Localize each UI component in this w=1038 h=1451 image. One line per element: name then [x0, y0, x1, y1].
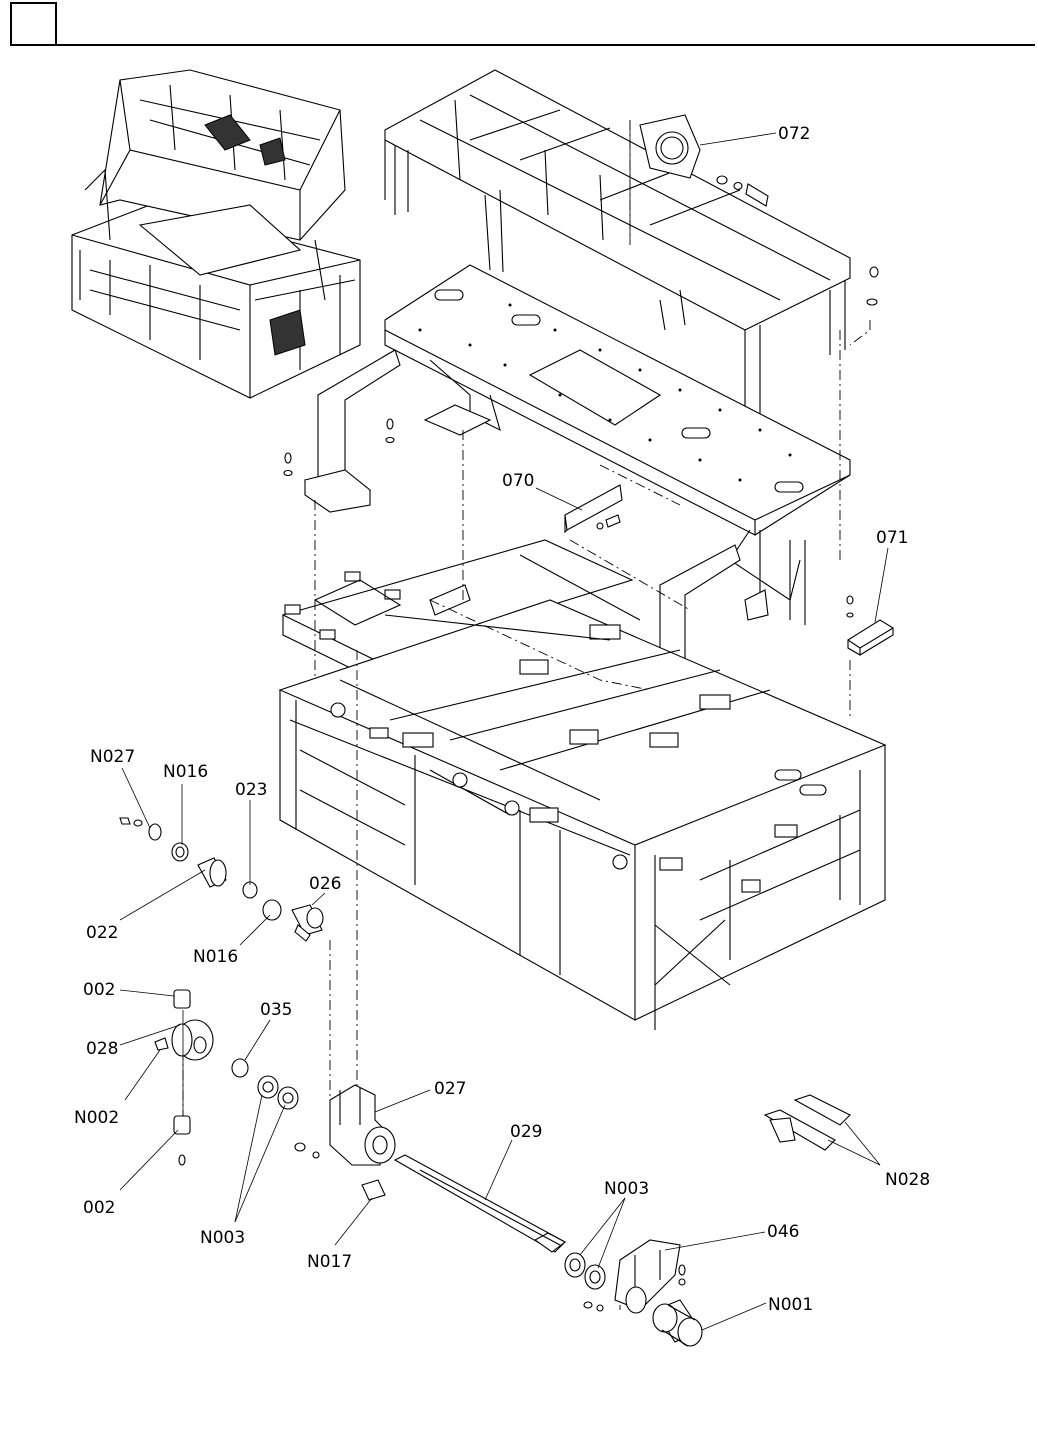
bearings-N003-right — [565, 1253, 605, 1289]
label-N027: N027 — [90, 747, 135, 767]
label-071: 071 — [876, 528, 908, 548]
bracket-071 — [847, 596, 893, 655]
label-070: 070 — [502, 471, 534, 491]
label-N001: N001 — [768, 1295, 813, 1315]
label-072: 072 — [778, 124, 810, 144]
label-028: 028 — [86, 1039, 118, 1059]
label-N028: N028 — [885, 1170, 930, 1190]
pulley-assembly-upper — [120, 818, 323, 941]
label-002-upper: 002 — [83, 980, 115, 1000]
label-002-lower: 002 — [83, 1198, 115, 1218]
bearing-block-027 — [295, 1085, 395, 1165]
label-022: 022 — [86, 923, 118, 943]
label-N017: N017 — [307, 1252, 352, 1272]
coupling-N001 — [653, 1300, 702, 1346]
label-N003-right: N003 — [604, 1179, 649, 1199]
label-035: 035 — [260, 1000, 292, 1020]
assembled-machine-inset — [72, 70, 360, 398]
label-N016-upper: N016 — [163, 762, 208, 782]
shaft-029 — [362, 1155, 565, 1252]
label-029: 029 — [510, 1122, 542, 1142]
wrenches-N028 — [765, 1095, 850, 1150]
lower-base-frame — [280, 540, 885, 1030]
label-N016-lower: N016 — [193, 947, 238, 967]
label-N003-left: N003 — [200, 1228, 245, 1248]
label-N002: N002 — [74, 1108, 119, 1128]
label-046: 046 — [767, 1222, 799, 1242]
bracket-070 — [565, 485, 622, 532]
label-027: 027 — [434, 1079, 466, 1099]
label-026: 026 — [309, 874, 341, 894]
label-023: 023 — [235, 780, 267, 800]
